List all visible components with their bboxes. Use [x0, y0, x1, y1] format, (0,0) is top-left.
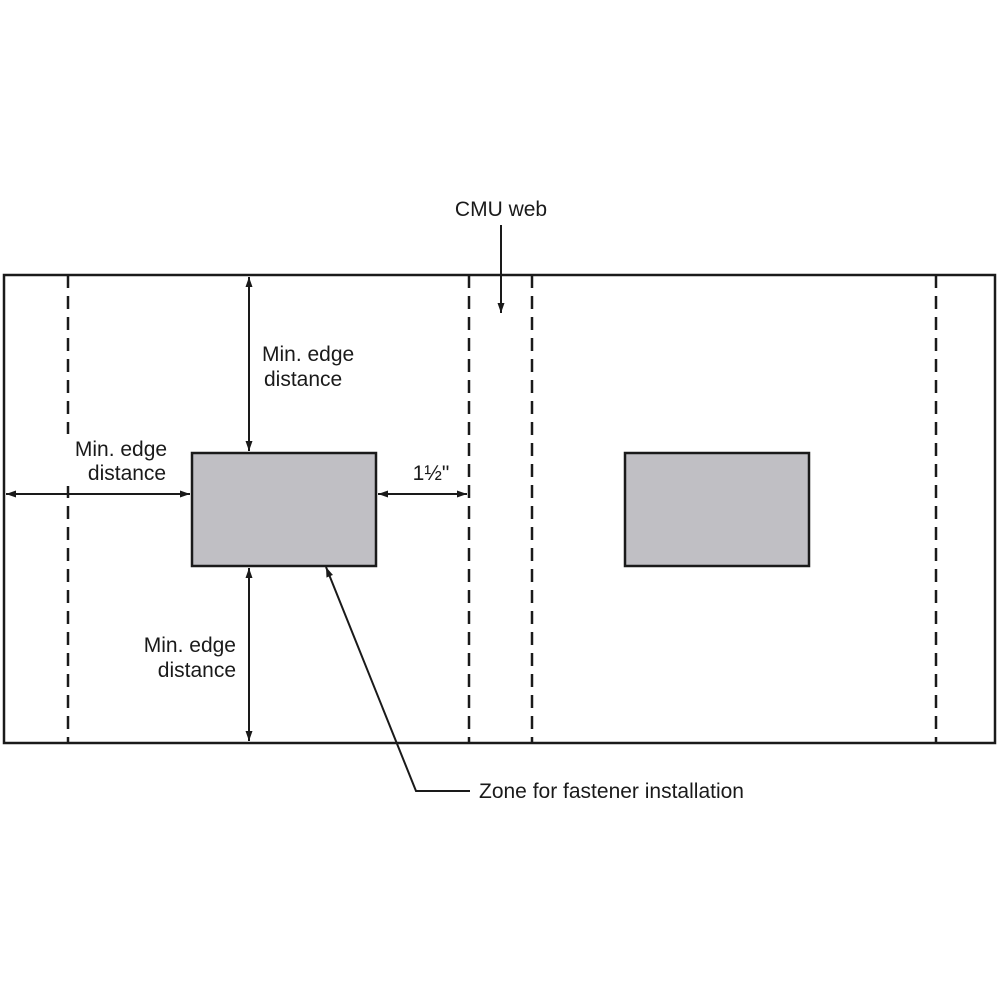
cmu-block-outline — [2, 273, 997, 745]
web-clearance-label: 1½" — [413, 462, 450, 485]
min-edge-left-label-line1: Min. edge — [75, 438, 167, 461]
fastener-zone-label: Zone for fastener installation — [479, 780, 744, 803]
min-edge-bottom-label-line2: distance — [158, 659, 236, 682]
fastener-zone-leader — [325, 566, 470, 792]
fastener-zone-left — [190, 451, 378, 568]
label-mask-left — [58, 434, 178, 486]
min-edge-bottom-label-line1: Min. edge — [144, 634, 236, 657]
min-edge-top-label-line2: distance — [264, 368, 342, 391]
cmu-web-label: CMU web — [455, 198, 547, 221]
fastener-zone-right — [623, 451, 811, 568]
min-edge-left-label-line2: distance — [88, 462, 166, 485]
min-edge-top-label-line1: Min. edge — [262, 343, 354, 366]
